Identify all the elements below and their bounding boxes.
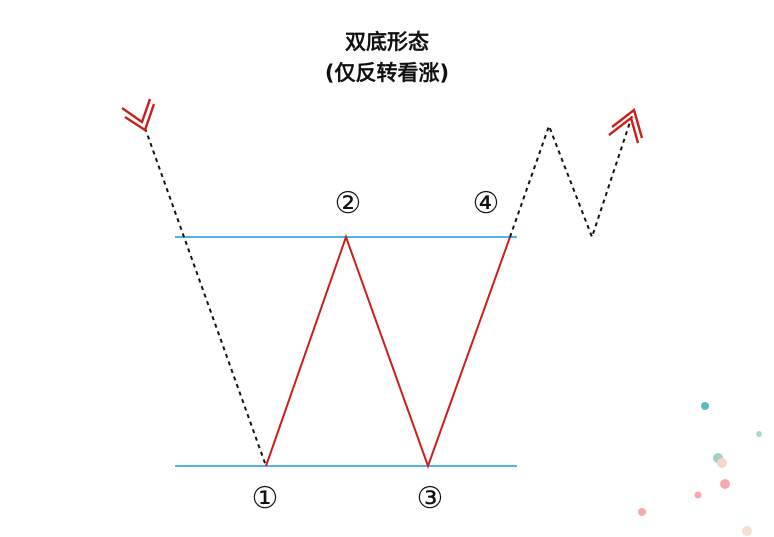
- prior-downtrend-path: [144, 127, 267, 467]
- label-point-3: ③: [417, 481, 444, 516]
- diagram-title: 双底形态: [345, 30, 429, 54]
- label-point-2: ②: [335, 186, 362, 221]
- label-point-1: ①: [252, 481, 279, 516]
- diagram-subtitle: (仅反转看涨): [324, 61, 450, 85]
- decorative-dots: [638, 402, 762, 536]
- w-pattern-path: [265, 234, 511, 469]
- breakout-path: [509, 109, 635, 240]
- up-arrow-icon: [608, 107, 644, 144]
- label-point-4: ④: [473, 186, 500, 221]
- down-arrow-icon: [121, 98, 156, 132]
